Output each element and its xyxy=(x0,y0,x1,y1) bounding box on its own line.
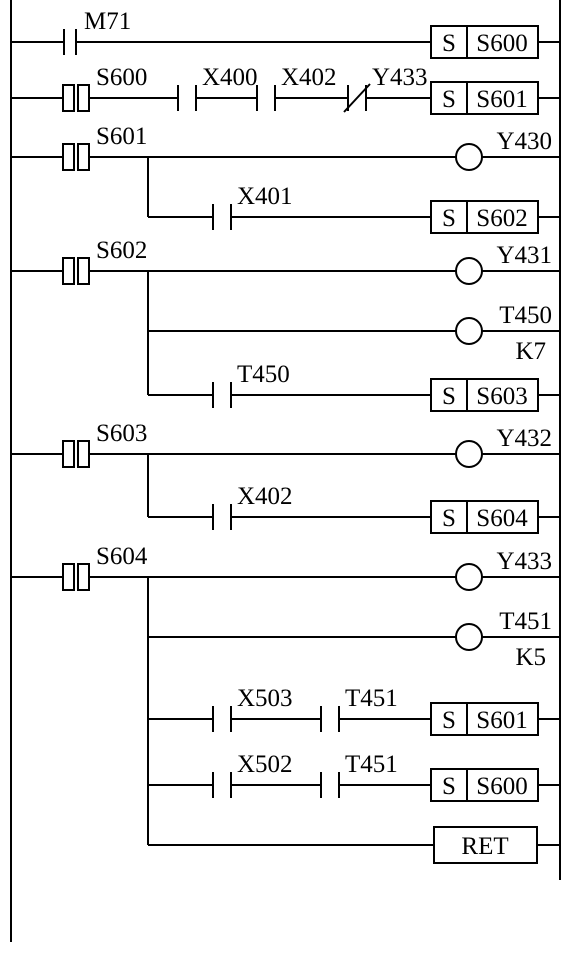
coil-param: K5 xyxy=(515,644,546,671)
output-coil xyxy=(455,317,483,345)
set-target-label: S602 xyxy=(476,205,527,232)
step-contact-right xyxy=(77,563,90,591)
step-label: S603 xyxy=(96,420,147,447)
coil-label: Y433 xyxy=(496,548,552,575)
contact-label: M71 xyxy=(84,8,131,35)
step-contact-right xyxy=(77,257,90,285)
contact-label: X401 xyxy=(237,183,293,210)
coil-param: K7 xyxy=(515,338,546,365)
set-prefix: S xyxy=(442,707,456,734)
contact-label: T451 xyxy=(345,751,398,778)
step-label: S601 xyxy=(96,123,147,150)
set-target-box xyxy=(466,702,539,736)
contact-label: X503 xyxy=(237,685,293,712)
set-target-label: S600 xyxy=(476,773,527,800)
set-target-label: S600 xyxy=(476,30,527,57)
set-target-box xyxy=(466,500,539,534)
set-prefix-box xyxy=(430,702,468,736)
set-target-box xyxy=(466,378,539,412)
output-coil xyxy=(455,257,483,285)
set-prefix: S xyxy=(442,205,456,232)
output-coil xyxy=(455,440,483,468)
set-prefix: S xyxy=(442,773,456,800)
contact-label: T451 xyxy=(345,685,398,712)
step-contact-right xyxy=(77,84,90,112)
step-contact-right xyxy=(77,143,90,171)
set-target-label: S601 xyxy=(476,86,527,113)
step-contact-left xyxy=(62,84,75,112)
step-label: S602 xyxy=(96,237,147,264)
set-prefix: S xyxy=(442,86,456,113)
step-contact-left xyxy=(62,143,75,171)
set-target-label: S601 xyxy=(476,707,527,734)
step-contact-left xyxy=(62,440,75,468)
contact-label: X402 xyxy=(237,483,293,510)
contact-label: X502 xyxy=(237,751,293,778)
contact-label: Y433 xyxy=(372,64,428,91)
set-prefix: S xyxy=(442,383,456,410)
contact-label: T450 xyxy=(237,361,290,388)
coil-label: Y430 xyxy=(496,128,552,155)
step-label: S600 xyxy=(96,64,147,91)
set-target-label: S604 xyxy=(476,505,528,532)
normally-closed-slash xyxy=(343,83,371,113)
coil-label: T450 xyxy=(499,302,552,329)
contact-label: X402 xyxy=(281,64,337,91)
step-contact-left xyxy=(62,257,75,285)
set-target-box xyxy=(466,25,539,59)
step-contact-left xyxy=(62,563,75,591)
step-contact-right xyxy=(77,440,90,468)
set-prefix-box xyxy=(430,500,468,534)
function-label: RET xyxy=(461,833,508,860)
set-target-box xyxy=(466,81,539,115)
set-target-box xyxy=(466,200,539,234)
step-label: S604 xyxy=(96,543,148,570)
coil-label: Y431 xyxy=(496,242,552,269)
set-target-label: S603 xyxy=(476,383,527,410)
set-prefix: S xyxy=(442,505,456,532)
coil-label: T451 xyxy=(499,608,552,635)
coil-label: Y432 xyxy=(496,425,552,452)
output-coil xyxy=(455,563,483,591)
output-coil xyxy=(455,623,483,651)
set-prefix: S xyxy=(442,30,456,57)
contact-label: X400 xyxy=(202,64,258,91)
output-coil xyxy=(455,143,483,171)
